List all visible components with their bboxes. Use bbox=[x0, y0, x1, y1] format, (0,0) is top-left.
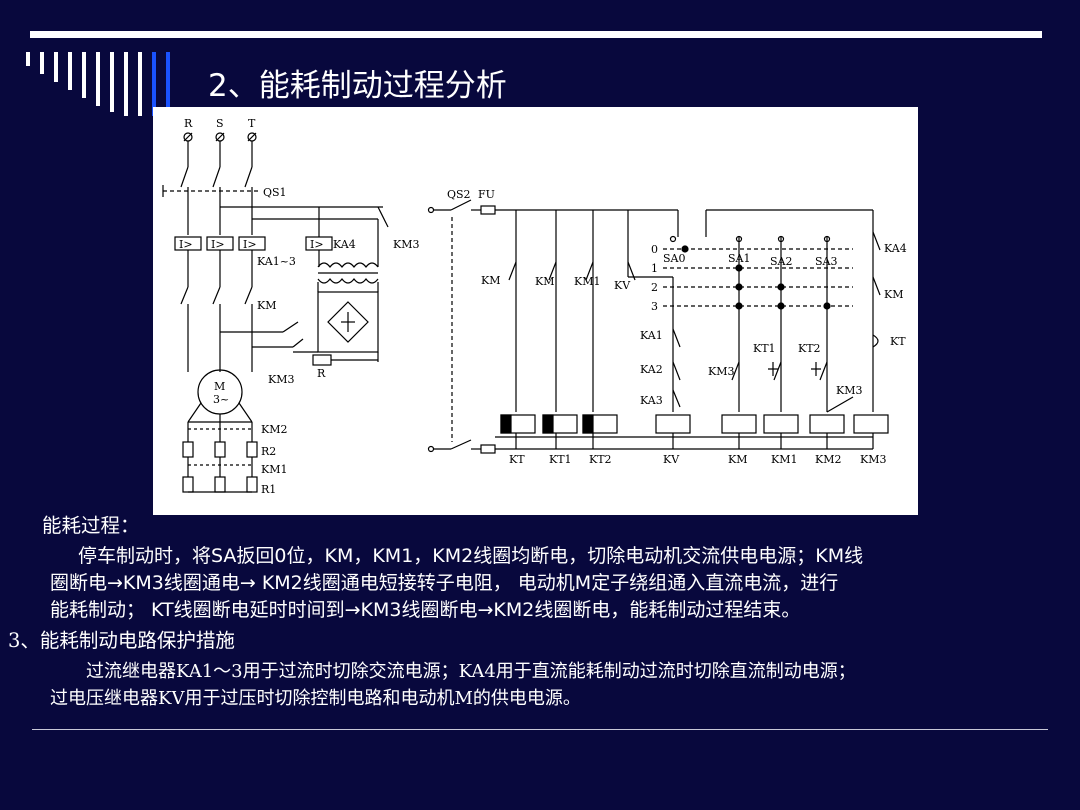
control-circuit: QS2 FU KM KM KM1 KV bbox=[427, 188, 907, 466]
motor-label: M bbox=[214, 380, 225, 393]
section1-heading: 能耗过程： bbox=[42, 514, 140, 537]
km3-top-label: KM3 bbox=[393, 238, 419, 251]
sa2-label: SA2 bbox=[770, 255, 792, 268]
km-right-label: KM bbox=[884, 288, 903, 301]
km3-brake-label: KM3 bbox=[268, 373, 294, 386]
phase-s-label: S bbox=[216, 117, 224, 130]
km1-contact-label: KM1 bbox=[574, 275, 600, 288]
km-main-label: KM bbox=[257, 299, 276, 312]
ka3-label: KA3 bbox=[640, 394, 663, 407]
ka1-3-label: KA1~3 bbox=[257, 255, 296, 268]
km-contact-1-label: KM bbox=[481, 274, 500, 287]
decorative-stripes bbox=[26, 52, 176, 116]
kt1-label: KT1 bbox=[753, 342, 776, 355]
ka4-contact-label: KA4 bbox=[884, 242, 907, 255]
coil-km1: KM1 bbox=[771, 453, 797, 466]
section2-heading: 3、能耗制动电路保护措施 bbox=[8, 629, 235, 652]
ka1-label: KA1 bbox=[640, 329, 663, 342]
qs1-label: QS1 bbox=[263, 186, 287, 199]
coil-kt2: KT2 bbox=[589, 453, 612, 466]
kt2-label: KT2 bbox=[798, 342, 821, 355]
km3-contact-a-label: KM3 bbox=[708, 365, 734, 378]
r1-label: R1 bbox=[261, 483, 276, 496]
phase-t-label: T bbox=[248, 117, 256, 130]
power-circuit: R S T QS1 I> I> I> I> KA4 KA1~3 KM bbox=[162, 117, 383, 496]
sa-pos-2: 2 bbox=[651, 281, 658, 294]
coil-kt: KT bbox=[509, 453, 525, 466]
oc-relay-1: I> bbox=[179, 238, 193, 251]
oc-relay-3: I> bbox=[243, 238, 257, 251]
section1-para-line3: 能耗制动； KT线圈断电延时时间到→KM3线圈断电→KM2线圈断电，能耗制动过程… bbox=[50, 599, 801, 621]
ka4-coil-label: KA4 bbox=[333, 238, 356, 251]
sa-pos-3: 3 bbox=[651, 300, 658, 313]
km-contact-2-label: KM bbox=[535, 275, 554, 288]
coil-kt1: KT1 bbox=[549, 453, 572, 466]
section2-para-line2: 过电压继电器KV用于过压时切除控制电路和电动机M的供电电源。 bbox=[50, 688, 581, 709]
km2-label: KM2 bbox=[261, 423, 287, 436]
sa-pos-0: 0 bbox=[651, 243, 658, 256]
km3-contact-b-label: KM3 bbox=[836, 384, 862, 397]
dc-supply: KM3 R bbox=[293, 206, 419, 380]
sa-pos-1: 1 bbox=[651, 262, 658, 275]
title-rule bbox=[30, 31, 1042, 38]
oc-relay-2: I> bbox=[211, 238, 225, 251]
section1-para-line2: 圈断电→KM3线圈通电→ KM2线圈通电短接转子电阻， 电动机M定子绕组通入直流… bbox=[50, 572, 839, 594]
sa3-label: SA3 bbox=[815, 255, 837, 268]
ka2-label: KA2 bbox=[640, 363, 663, 376]
footer-rule bbox=[32, 729, 1048, 730]
motor-phase-label: 3~ bbox=[213, 393, 229, 406]
section1-para-line1: 停车制动时，将SA扳回0位，KM，KM1，KM2线圈均断电，切除电动机交流供电电… bbox=[78, 545, 864, 567]
circuit-diagram: R S T QS1 I> I> I> I> KA4 KA1~3 KM bbox=[153, 107, 918, 515]
slide-title: 2、能耗制动过程分析 bbox=[208, 68, 507, 104]
coil-kv: KV bbox=[663, 453, 680, 466]
fu-label: FU bbox=[478, 188, 495, 201]
kt-contact-label: KT bbox=[890, 335, 906, 348]
sa1-label: SA1 bbox=[728, 252, 750, 265]
sa0-label: SA0 bbox=[663, 252, 685, 265]
qs2-label: QS2 bbox=[447, 188, 471, 201]
phase-r-label: R bbox=[184, 117, 193, 130]
coil-km3: KM3 bbox=[860, 453, 886, 466]
oc-relay-ka4: I> bbox=[310, 238, 324, 251]
r2-label: R2 bbox=[261, 445, 276, 458]
coil-row: KT KT1 KT2 KV KM KM1 KM2 KM3 bbox=[495, 414, 889, 466]
km1-label: KM1 bbox=[261, 463, 287, 476]
section2-para-line1: 过流继电器KA1～3用于过流时切除交流电源；KA4用于直流能耗制动过流时切除直流… bbox=[86, 661, 856, 682]
r-label: R bbox=[317, 367, 326, 380]
coil-km2: KM2 bbox=[815, 453, 841, 466]
coil-km: KM bbox=[728, 453, 747, 466]
kv-contact-label: KV bbox=[614, 279, 631, 292]
